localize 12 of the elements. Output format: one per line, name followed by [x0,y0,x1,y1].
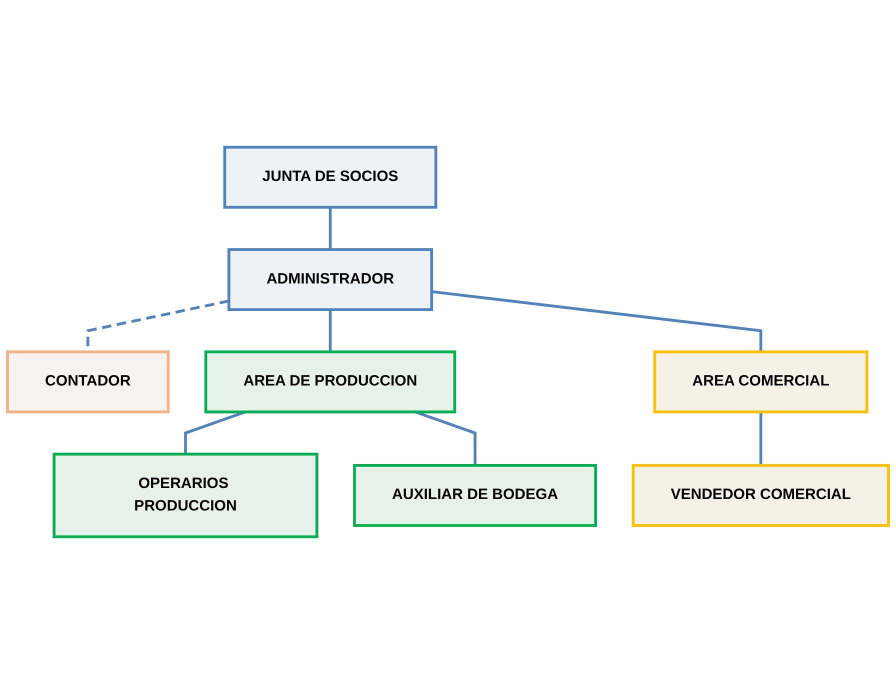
connector [759,411,762,465]
connector [431,290,762,352]
node-box: CONTADOR [6,350,170,413]
connector [328,206,332,250]
node-box: AUXILIAR DE BODEGA [353,464,598,526]
node-box: AREA COMERCIAL [653,350,868,413]
node-box: ADMINISTRADOR [227,248,434,311]
node-box: VENDEDOR COMERCIAL [632,464,890,526]
connector [328,309,332,352]
node-box: JUNTA DE SOCIOS [223,145,438,208]
node-box: OPERARIOS PRODUCCION [52,452,318,538]
node-box: AREA DE PRODUCCION [204,350,456,413]
